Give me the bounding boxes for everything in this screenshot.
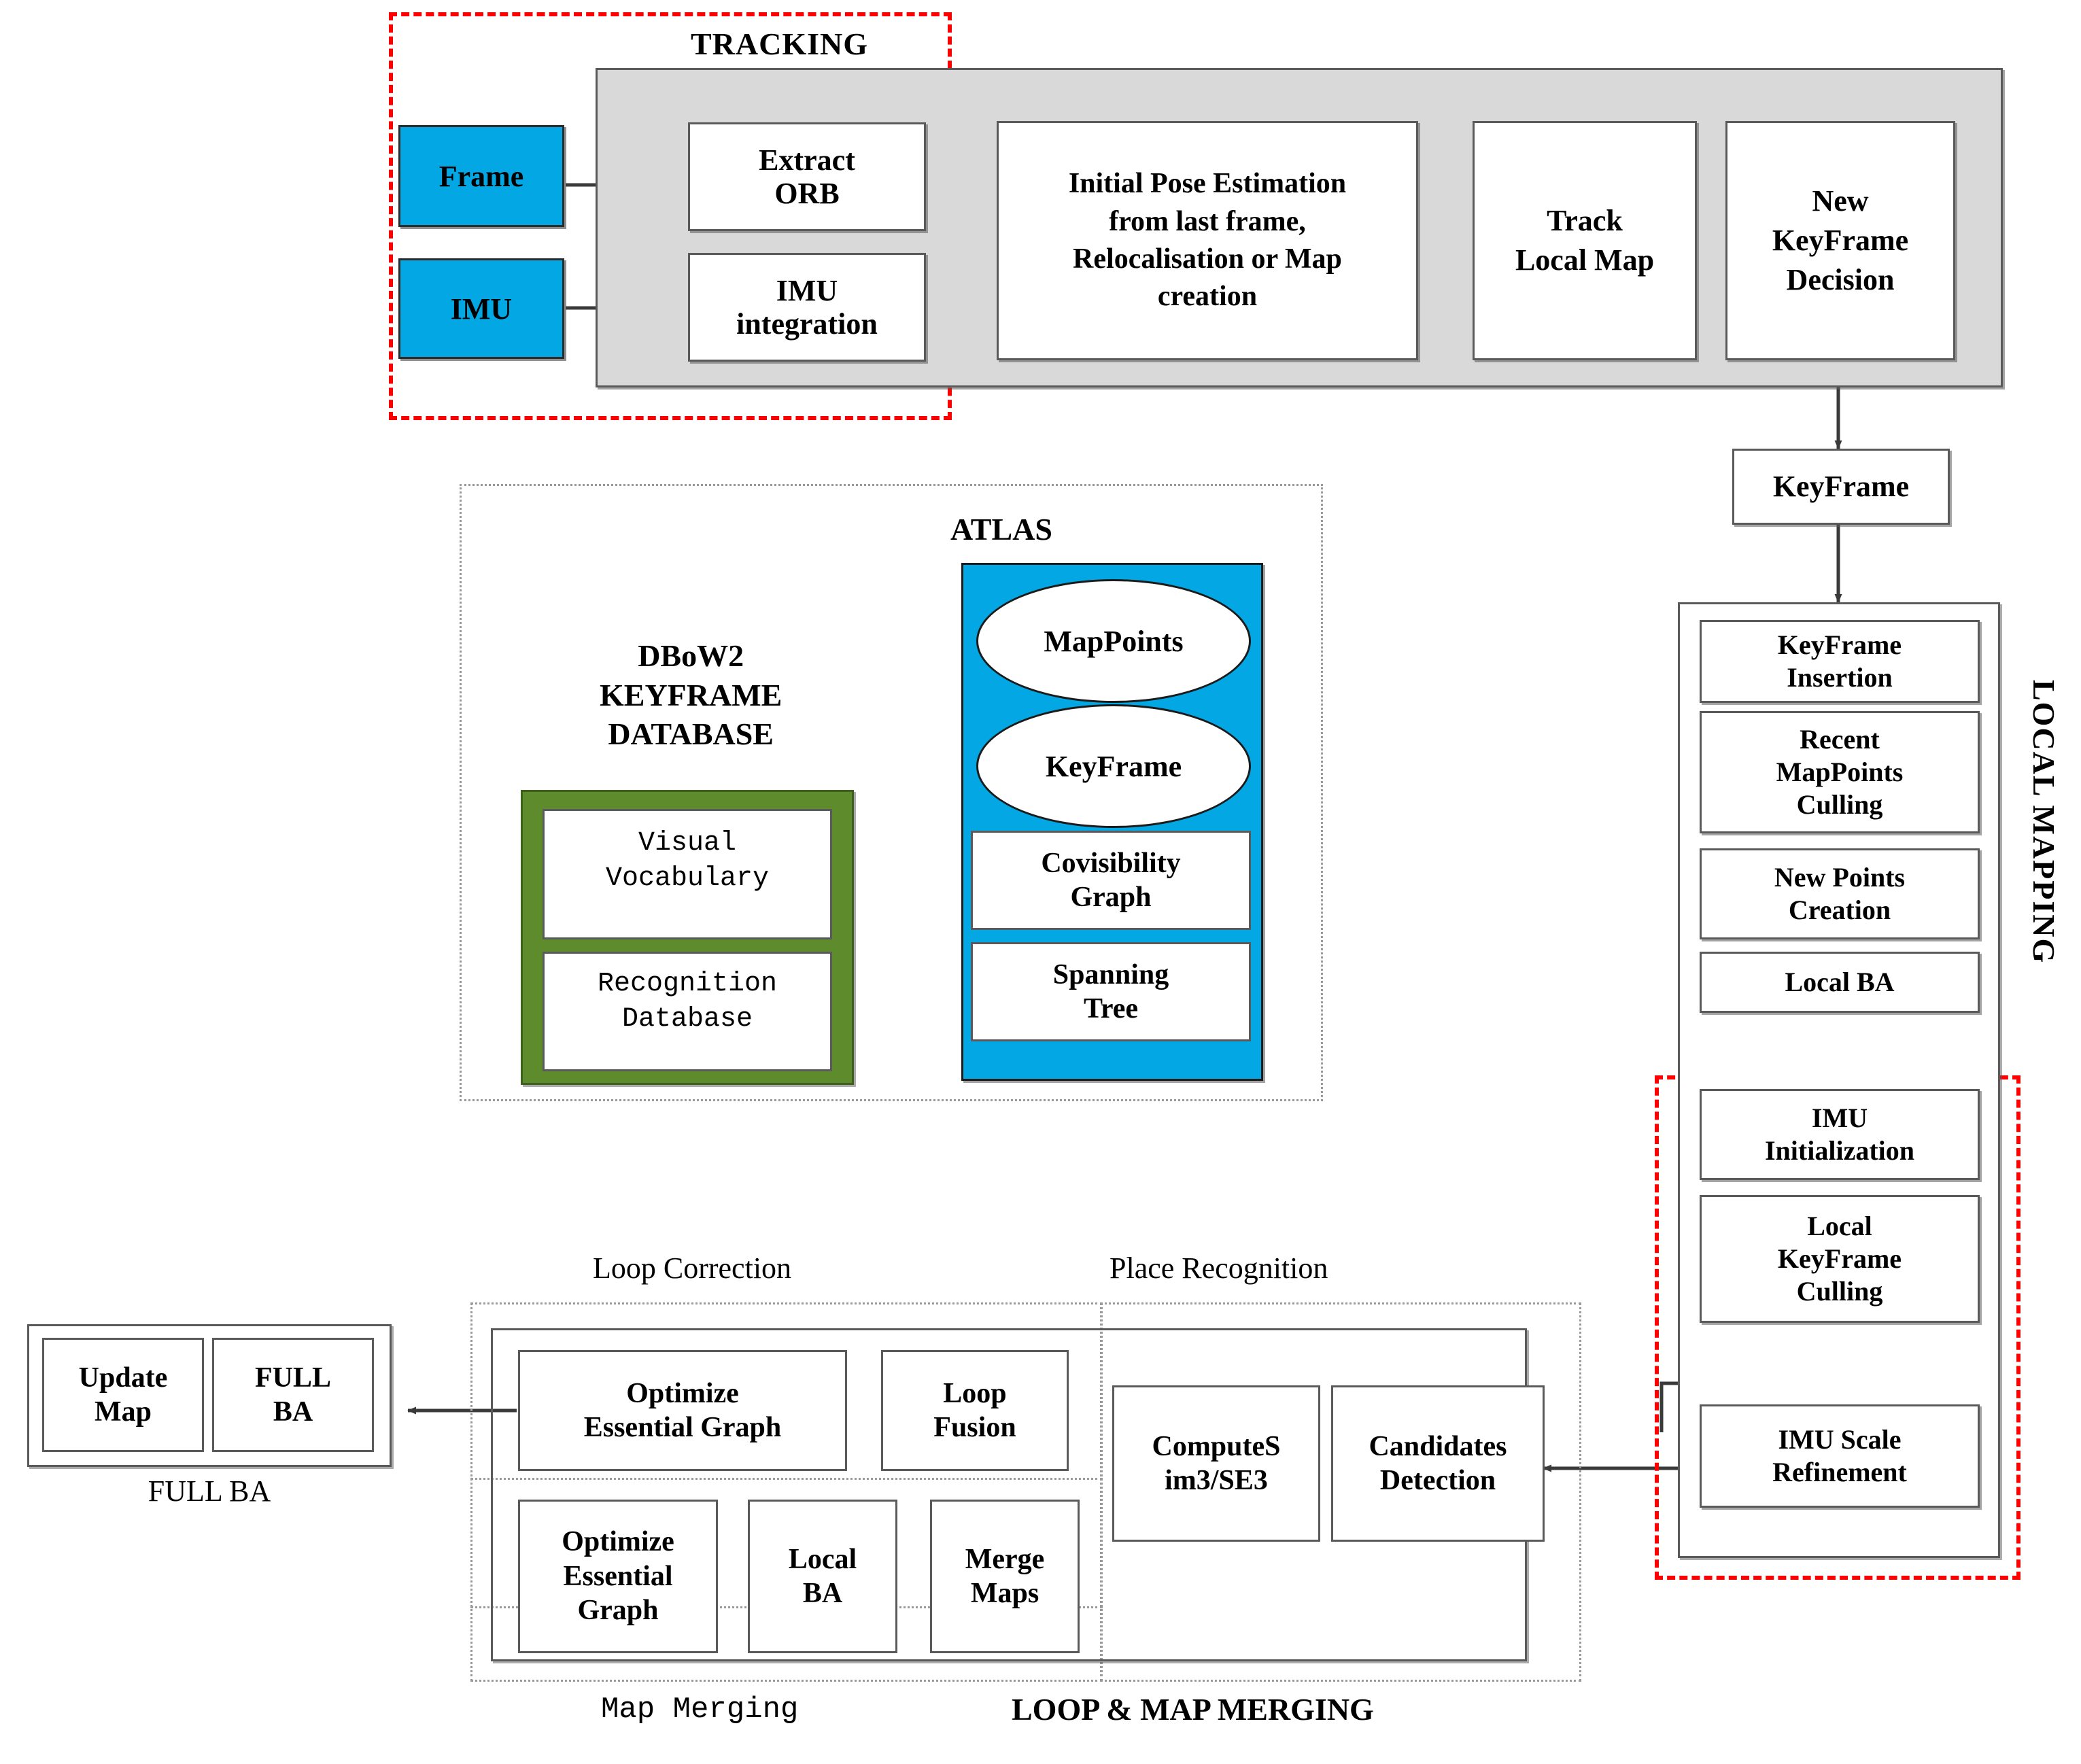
input-frame[interactable]: Frame [398, 125, 564, 227]
dbow2-recognition-database[interactable] [543, 952, 832, 1071]
map-merging-merge-maps[interactable]: Merge Maps [930, 1500, 1080, 1653]
map-storage-boundary [460, 484, 1323, 1101]
local-mapping-stage-local-ba[interactable]: Local BA [1700, 952, 1980, 1013]
loop-correction-loop-fusion[interactable]: Loop Fusion [881, 1350, 1069, 1471]
atlas-mappoints-label: MapPoints [1044, 624, 1184, 658]
map-merging-title: Map Merging [601, 1693, 799, 1727]
tracking-stage-imu-integration[interactable]: IMU integration [688, 253, 926, 362]
local-mapping-stage-imu-initialization[interactable]: IMU Initialization [1700, 1089, 1980, 1180]
atlas-section-label: ATLAS [950, 512, 1052, 547]
tracking-stage-new-keyframe-decision[interactable]: New KeyFrame Decision [1725, 121, 1955, 360]
place-recognition-boundary [1100, 1302, 1581, 1682]
atlas-keyframe-label: KeyFrame [1045, 749, 1182, 783]
dbow2-visual-vocabulary[interactable] [543, 809, 832, 939]
map-merging-optimize-essential-graph[interactable]: Optimize Essential Graph [518, 1500, 718, 1653]
atlas-mappoints-ellipse[interactable]: MapPoints [976, 579, 1251, 703]
place-recognition-compute-sim3-se3[interactable]: ComputeS im3/SE3 [1112, 1385, 1320, 1542]
local-mapping-stage-imu-scale-refinement[interactable]: IMU Scale Refinement [1700, 1404, 1980, 1508]
dbow2-recognition-database-label: Recognition Database [597, 969, 778, 1035]
loop-map-merging-section-label: LOOP & MAP MERGING [1012, 1692, 1374, 1727]
atlas-keyframe-ellipse[interactable]: KeyFrame [976, 704, 1251, 828]
place-recognition-title: Place Recognition [1110, 1251, 1328, 1285]
keyframe-node[interactable]: KeyFrame [1732, 449, 1950, 525]
dbow2-visual-vocabulary-label: Visual Vocabulary [605, 828, 770, 894]
full-ba-update-map[interactable]: Update Map [42, 1338, 204, 1452]
input-imu-label: IMU [450, 292, 513, 326]
local-mapping-stage-local-keyframe-culling[interactable]: Local KeyFrame Culling [1700, 1195, 1980, 1323]
loop-correction-optimize-essential-graph[interactable]: Optimize Essential Graph [518, 1350, 847, 1471]
input-frame-label: Frame [438, 159, 524, 193]
tracking-section-label: TRACKING [691, 27, 869, 61]
dbow2-title: DBoW2 KEYFRAME DATABASE [600, 638, 782, 751]
map-merging-local-ba[interactable]: Local BA [748, 1500, 897, 1653]
atlas-covisibility-graph[interactable]: Covisibility Graph [971, 831, 1251, 930]
place-recognition-candidates-detection[interactable]: Candidates Detection [1331, 1385, 1545, 1542]
full-ba-full-ba[interactable]: FULL BA [212, 1338, 374, 1452]
tracking-stage-initial-pose-estimation[interactable]: Initial Pose Estimation from last frame,… [997, 121, 1418, 360]
local-mapping-stage-new-points-creation[interactable]: New Points Creation [1700, 848, 1980, 939]
atlas-spanning-tree[interactable]: Spanning Tree [971, 942, 1251, 1041]
local-mapping-section-label: LOCAL MAPPING [2027, 680, 2061, 965]
full-ba-caption: FULL BA [148, 1474, 271, 1508]
local-mapping-stage-keyframe-insertion[interactable]: KeyFrame Insertion [1700, 620, 1980, 703]
tracking-stage-track-local-map[interactable]: Track Local Map [1473, 121, 1697, 360]
input-imu[interactable]: IMU [398, 258, 564, 359]
tracking-stage-extract-orb[interactable]: Extract ORB [688, 122, 926, 231]
local-mapping-stage-recent-mappoints-culling[interactable]: Recent MapPoints Culling [1700, 711, 1980, 833]
loop-correction-title: Loop Correction [593, 1251, 792, 1285]
